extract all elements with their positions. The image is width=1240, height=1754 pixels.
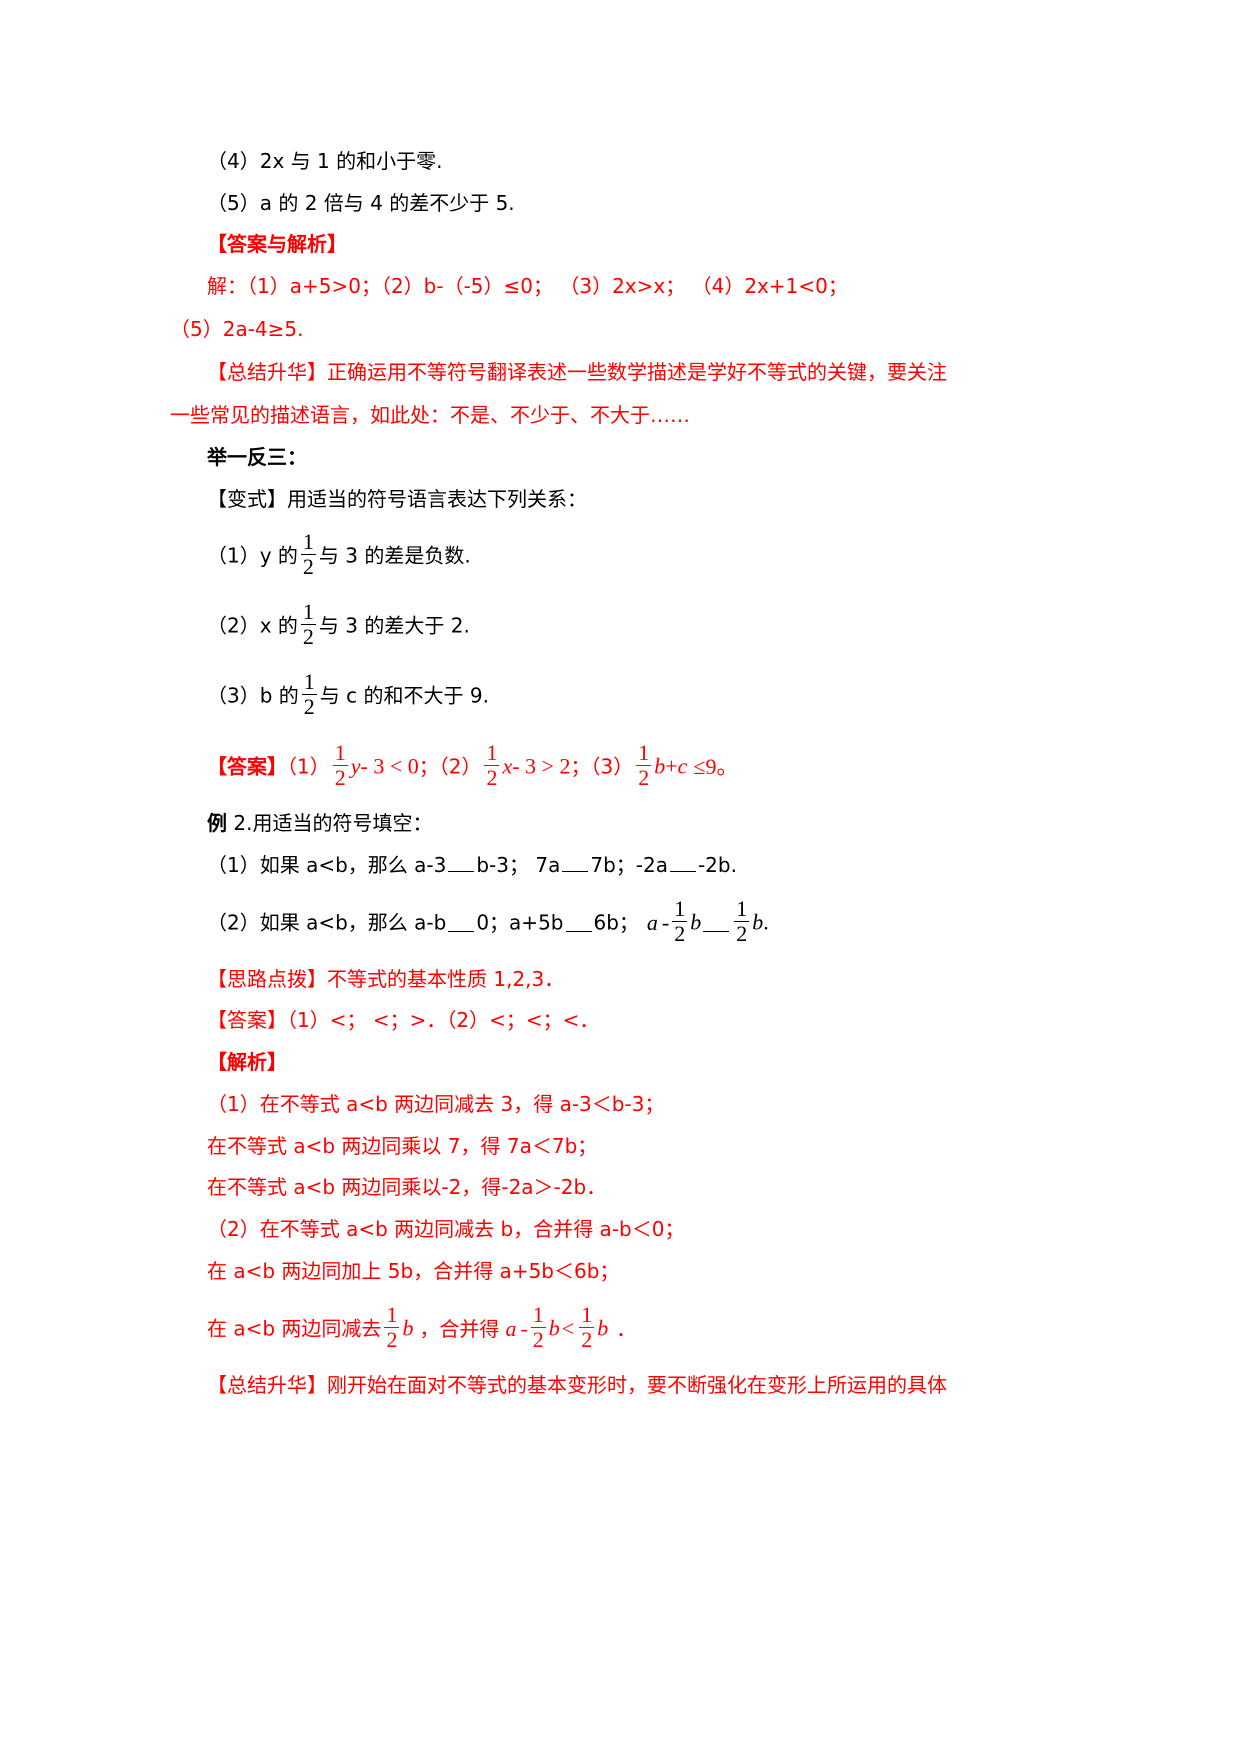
var-b: b xyxy=(654,753,666,779)
hint-line: 【思路点拨】不等式的基本性质 1,2,3． xyxy=(207,967,565,991)
fill-blank[interactable] xyxy=(669,853,696,872)
example-2-item-1-text-c: 7b；-2a xyxy=(590,853,668,877)
answer-part-2-rest: - 3 > 2 xyxy=(512,753,571,779)
analysis-line-1: （1）在不等式 a<b 两边同减去 3，得 a-3＜b-3； xyxy=(207,1092,665,1116)
example-2-prompt: 2.用适当的符号填空： xyxy=(227,811,433,835)
practice-heading: 举一反三： xyxy=(207,445,307,469)
var-b: b xyxy=(597,1315,609,1341)
example-label: 例 xyxy=(207,811,227,835)
variant-item-1-prefix: （1）y 的 xyxy=(207,543,298,568)
var-x: x xyxy=(502,753,513,779)
variant-prompt: 【变式】用适当的符号语言表达下列关系： xyxy=(207,487,587,511)
analysis-line-4: （2）在不等式 a<b 两边同减去 b，合并得 a-b＜0； xyxy=(207,1217,685,1241)
var-b: b xyxy=(752,909,764,935)
var-a: a xyxy=(505,1315,517,1341)
var-b: b xyxy=(690,909,702,935)
minus-sign: - xyxy=(520,1315,528,1341)
var-b: b xyxy=(548,1315,560,1341)
fill-blank[interactable] xyxy=(448,913,475,932)
period: . xyxy=(763,909,769,935)
analysis-line-5: 在 a<b 两边同加上 5b，合并得 a+5b＜6b； xyxy=(207,1259,620,1283)
variant-item-2-suffix: 与 3 的差大于 2. xyxy=(318,613,470,638)
summary-line-1: 【总结升华】正确运用不等符号翻译表述一些数学描述是学好不等式的关键，要关注 xyxy=(207,360,947,384)
answer-analysis-heading: 【答案与解析】 xyxy=(207,232,347,256)
analysis-line-3: 在不等式 a<b 两边同乘以-2，得-2a＞-2b． xyxy=(207,1175,607,1199)
analysis-line-2: 在不等式 a<b 两边同乘以 7，得 7a＜7b； xyxy=(207,1134,598,1158)
plus-sign: + xyxy=(665,753,678,779)
answer-part-1-rest: - 3 < 0 xyxy=(360,753,419,779)
analysis-line-6-text-a: 在 a<b 两边同减去 xyxy=(207,1316,382,1341)
var-a: a xyxy=(646,909,658,935)
answer-label: 【答案】 xyxy=(207,754,287,779)
variant-item-2-prefix: （2）x 的 xyxy=(207,613,298,638)
answer-part-2-label: ；（2） xyxy=(418,754,482,779)
less-than-sign: < xyxy=(561,1315,575,1341)
var-y: y xyxy=(350,753,361,779)
fill-blank[interactable] xyxy=(565,913,592,932)
answer-part-3-rest: ≤9。 xyxy=(693,753,739,779)
example-2-item-1-text-a: （1）如果 a<b，那么 a-3 xyxy=(207,853,447,877)
var-b: b xyxy=(402,1315,414,1341)
example-2-item-1: （1）如果 a<b，那么 a-3 b-3； 7a 7b；-2a -2b. xyxy=(207,850,737,880)
example-2-item-2-text-c: 6b； xyxy=(593,910,639,935)
example-2-item-1-text-d: -2b. xyxy=(697,853,737,877)
period: ． xyxy=(616,1316,637,1341)
summary-line-2: 一些常见的描述语言，如此处：不是、不少于、不大于…… xyxy=(170,403,690,427)
variant-item-3-prefix: （3）b 的 xyxy=(207,683,299,708)
example-2-item-2-text-b: 0；a+5b xyxy=(476,910,564,935)
analysis-line-6-text-b: ，合并得 xyxy=(419,1316,500,1341)
fill-blank[interactable] xyxy=(703,913,730,932)
example-2-heading: 例 2.用适当的符号填空： xyxy=(207,808,432,838)
example-2-answer: 【答案】（1）<； <；>．（2）<；<；<． xyxy=(207,1008,600,1032)
example-2-item-2-text-a: （2）如果 a<b，那么 a-b xyxy=(207,910,447,935)
item-5: （5）a 的 2 倍与 4 的差不少于 5. xyxy=(207,191,515,215)
item-4: （4）2x 与 1 的和小于零. xyxy=(207,149,443,173)
fill-blank[interactable] xyxy=(448,853,475,872)
solution-line-1: 解：（1）a+5>0；（2）b-（-5）≤0； （3）2x>x； （4）2x+1… xyxy=(207,274,848,298)
analysis-heading: 【解析】 xyxy=(207,1050,287,1074)
summary-line-3: 【总结升华】刚开始在面对不等式的基本变形时，要不断强化在变形上所运用的具体 xyxy=(207,1373,947,1397)
variant-item-3-suffix: 与 c 的和不大于 9. xyxy=(319,683,489,708)
answer-part-3-label: ；（3） xyxy=(570,754,634,779)
example-2-item-1-text-b: b-3； 7a xyxy=(476,853,561,877)
variant-item-1-suffix: 与 3 的差是负数. xyxy=(318,543,471,568)
fill-blank[interactable] xyxy=(562,853,589,872)
var-c: c xyxy=(677,753,688,779)
minus-sign: - xyxy=(661,909,670,935)
solution-line-2: （5）2a-4≥5. xyxy=(170,317,304,341)
answer-part-1-label: （1） xyxy=(287,754,330,779)
